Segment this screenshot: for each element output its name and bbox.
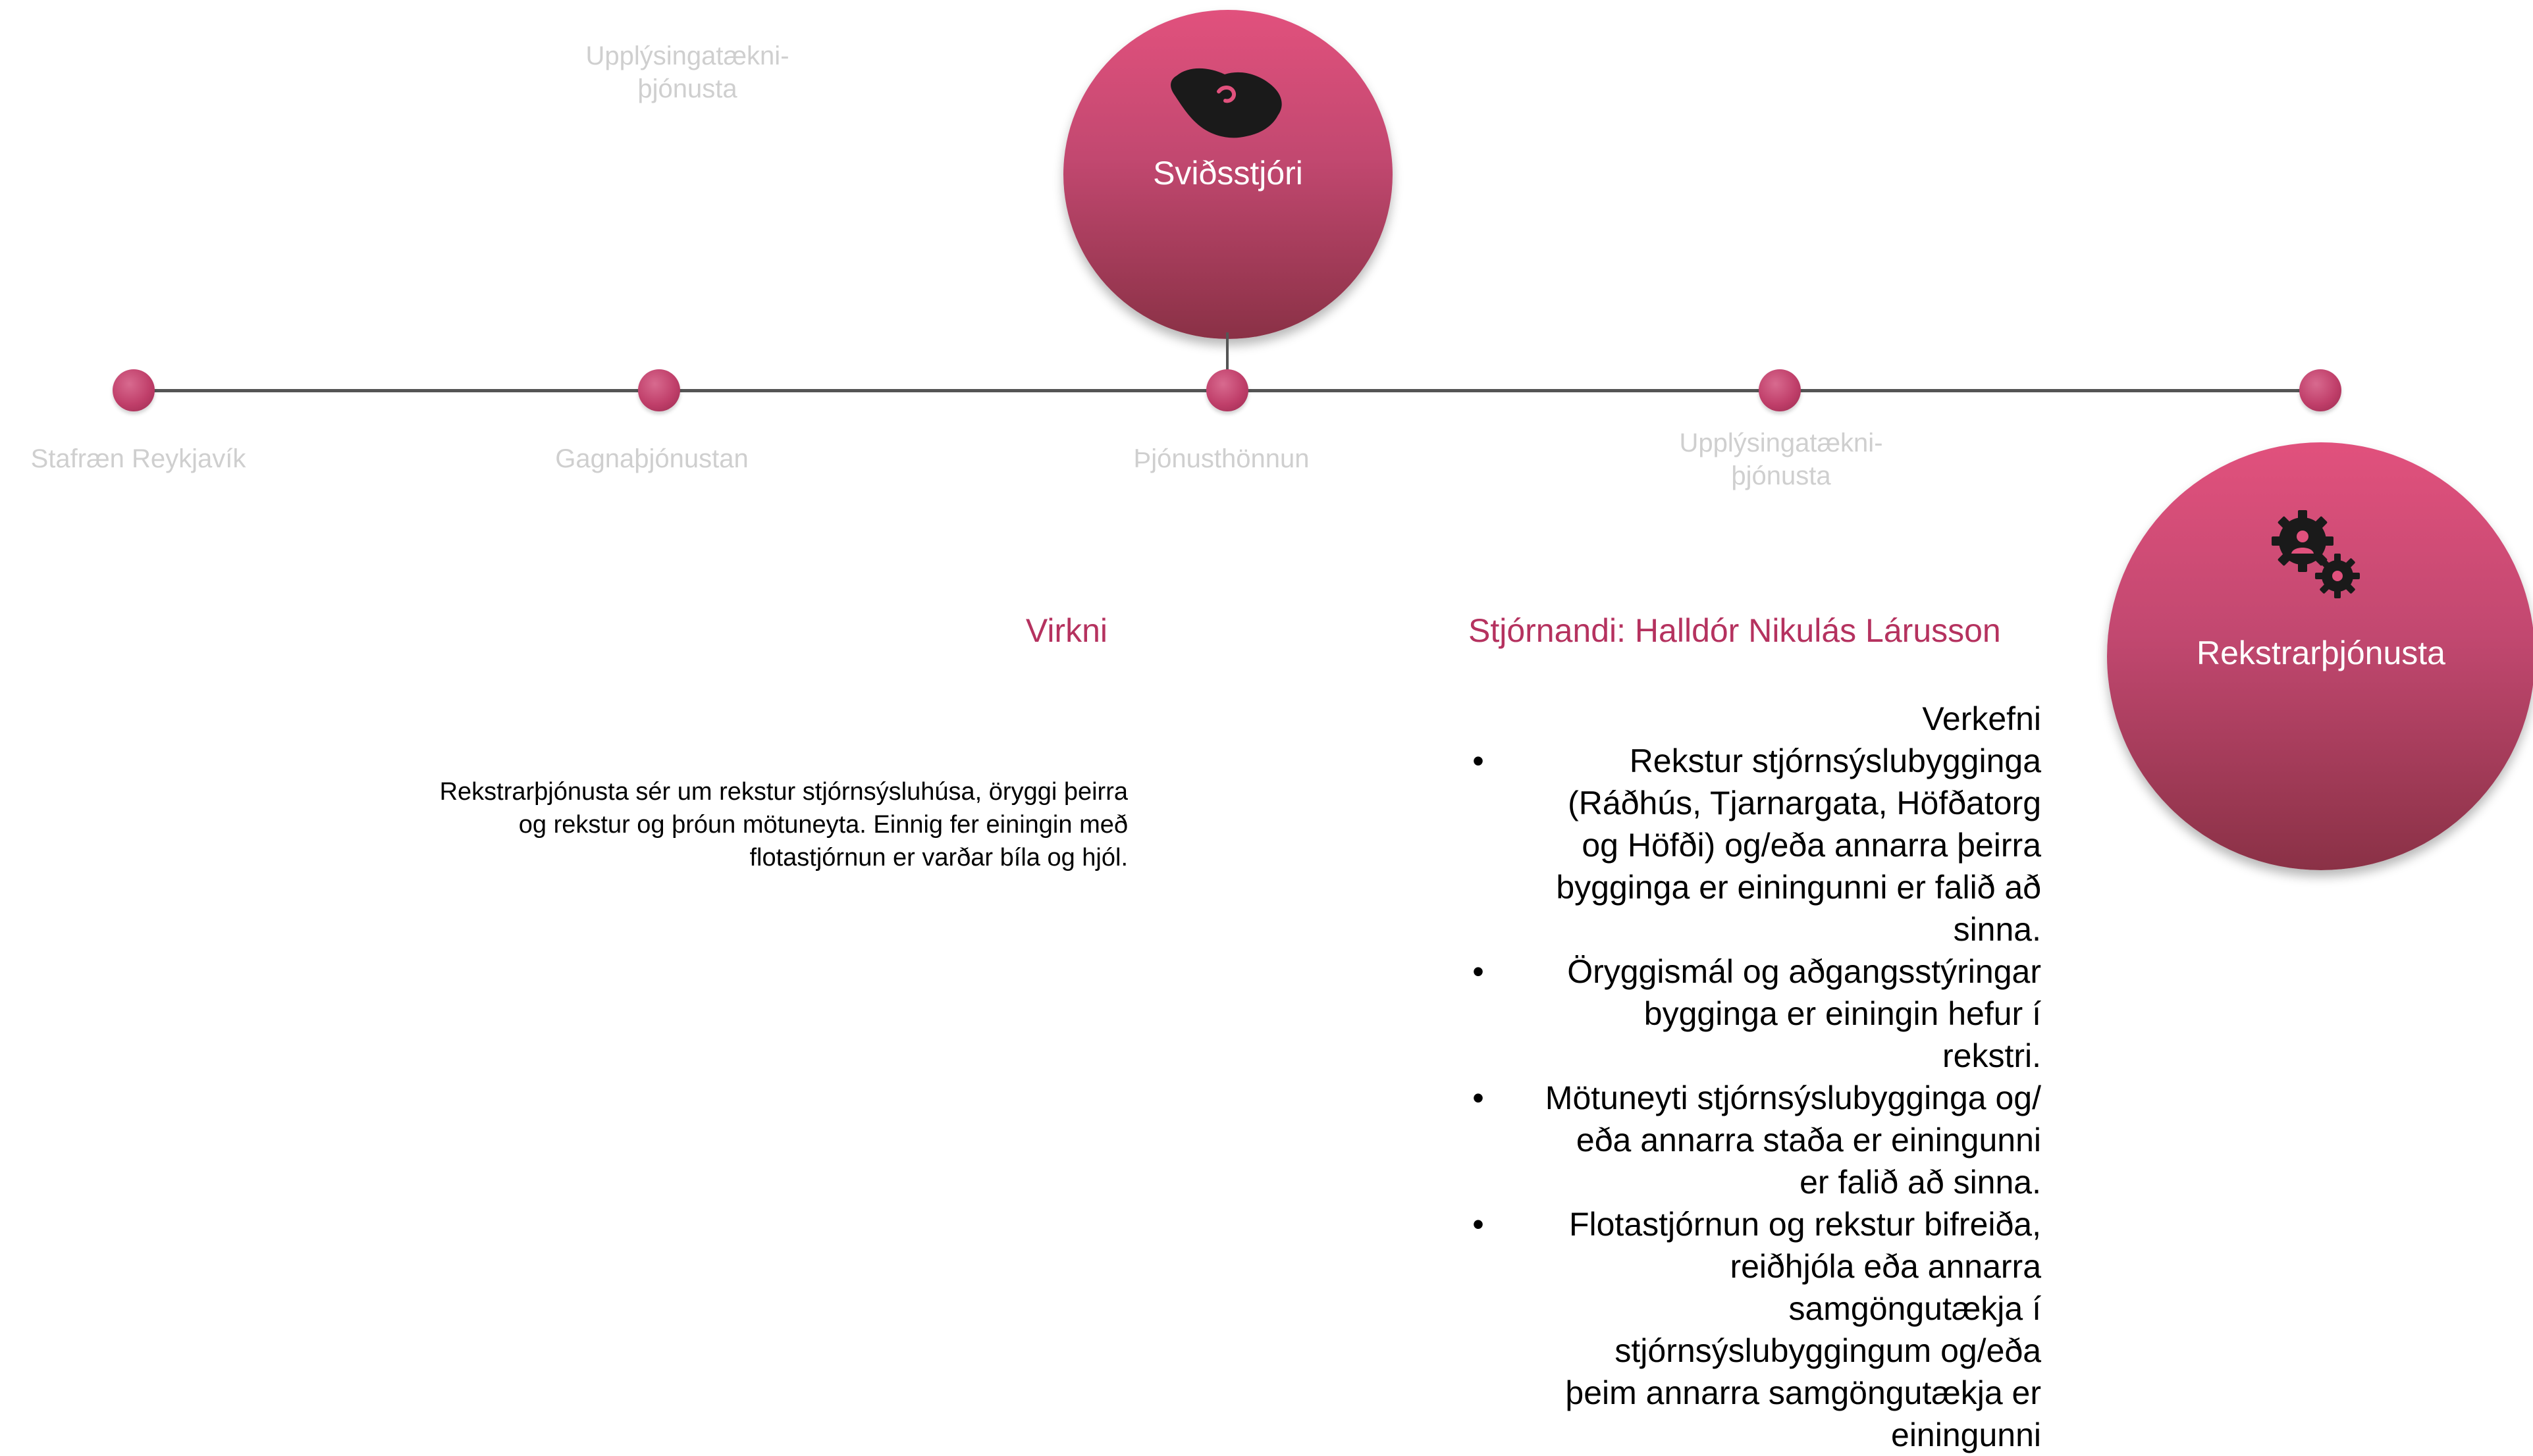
bullet: • (1472, 1079, 1484, 1116)
task-item: • Mötuneyti stjórnsýslubygginga og/ eða … (1472, 1077, 2041, 1203)
task-line: reiðhjóla eða annarra (1730, 1248, 2041, 1285)
task-line: einingunni (1891, 1417, 2041, 1453)
task-line: bygginga er einingin hefur í (1643, 995, 2041, 1032)
task-item: • Rekstur stjórnsýslubygginga (Ráðhús, T… (1472, 740, 2041, 950)
task-line: sinna. (1953, 911, 2041, 948)
task-line: þeim annarra samgöngutækja er (1565, 1374, 2041, 1411)
parent-circle[interactable]: Sviðsstjóri (1063, 10, 1393, 339)
top-label-line1: Upplýsingatækni- (585, 41, 789, 70)
timeline-dot-upplysingataekni[interactable] (1759, 369, 1801, 411)
timeline-dot-gagnathjonustan[interactable] (638, 369, 680, 411)
task-item: • Flotastjórnun og rekstur bifreiða, rei… (1472, 1203, 2041, 1456)
task-line: stjórnsýslubyggingum og/eða (1614, 1332, 2041, 1369)
timeline-label-gagnathjonustan[interactable]: Gagnaþjónustan (514, 442, 790, 475)
task-line: Mötuneyti stjórnsýslubygginga og/ (1545, 1079, 2041, 1116)
verkefni-heading: Verkefni (1922, 700, 2041, 737)
task-list: • Rekstur stjórnsýslubygginga (Ráðhús, T… (1472, 740, 2041, 1456)
task-line: (Ráðhús, Tjarnargata, Höfðatorg (1568, 785, 2041, 821)
timeline-label-thjonusthonnun[interactable]: Þjónusthönnun (1083, 442, 1360, 475)
task-line: Öryggismál og aðgangsstýringar (1567, 953, 2041, 990)
bullet: • (1472, 742, 1484, 779)
timeline-label-stafraen[interactable]: Stafræn Reykjavík (0, 442, 277, 475)
task-line: Rekstur stjórnsýslubygginga (1629, 742, 2041, 779)
handshake-icon (1171, 68, 1282, 138)
node-label-line: Þjónusthönnun (1133, 444, 1310, 473)
node-label-line: Stafræn Reykjavík (30, 444, 246, 473)
parent-circle-title: Sviðsstjóri (1153, 155, 1303, 192)
task-item: • Öryggismál og aðgangsstýringar bygging… (1472, 950, 2041, 1077)
task-line: Flotastjórnun og rekstur bifreiða, (1568, 1206, 2041, 1243)
timeline-dot-thjonusthonnun[interactable] (1206, 369, 1248, 411)
task-line: samgöngutækja í (1788, 1290, 2041, 1327)
task-line: rekstri. (1942, 1037, 2041, 1074)
top-faded-label: Upplýsingatækni- þjónusta (549, 39, 826, 105)
virkni-description: Rekstrarþjónusta sér um rekstur stjórnsý… (439, 778, 1128, 871)
task-line: eða annarra staða er einingunni (1576, 1122, 2041, 1158)
bullet: • (1472, 1206, 1484, 1243)
node-label-line2: þjónusta (1731, 461, 1831, 490)
node-label-line1: Upplýsingatækni- (1679, 429, 1883, 457)
timeline-dot-stafraen[interactable] (113, 369, 155, 411)
bullet: • (1472, 953, 1484, 990)
timeline-dot-rekstrarthjonusta[interactable] (2299, 369, 2341, 411)
active-unit-title: Rekstrarþjónusta (2197, 635, 2445, 671)
gears-icon (2272, 510, 2360, 598)
task-line: og Höfði) og/eða annarra þeirra (1582, 827, 2041, 864)
top-label-line2: þjónusta (637, 74, 737, 103)
task-line: bygginga er einingunni er falið að (1556, 869, 2041, 906)
virkni-heading: Virkni (1025, 612, 1107, 649)
timeline-label-upplysingataekni[interactable]: Upplýsingatækni- þjónusta (1643, 427, 1919, 492)
task-line: er falið að sinna. (1800, 1164, 2041, 1201)
hierarchy-connector (1226, 332, 1229, 392)
active-unit-circle[interactable]: Rekstrarþjónusta (2107, 442, 2533, 870)
manager-heading: Stjórnandi: Halldór Nikulás Lárusson (1468, 612, 2001, 649)
node-label-line: Gagnaþjónustan (555, 444, 749, 473)
